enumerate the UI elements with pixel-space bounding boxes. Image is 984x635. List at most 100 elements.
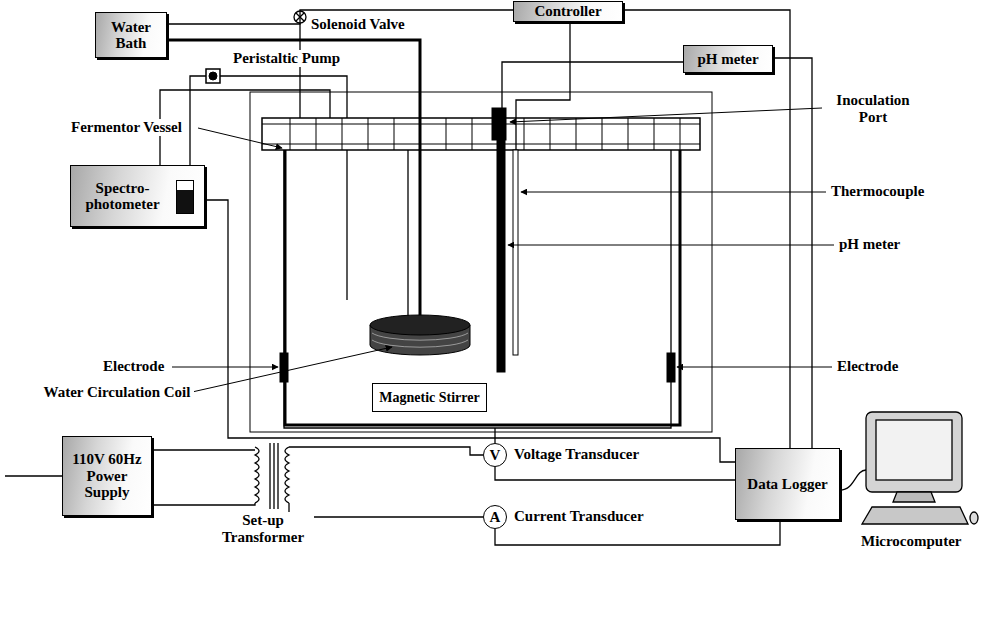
drawing-rect [206, 69, 220, 83]
node-text: 110V 60Hz Power Supply [67, 451, 147, 501]
leader-lines [172, 108, 834, 392]
drawing-path [172, 367, 278, 368]
drawing-path [192, 347, 392, 392]
signal-wire [773, 58, 812, 448]
primary-wire [152, 449, 255, 450]
lid-divider [628, 118, 629, 150]
keyboard [862, 507, 968, 524]
ph-meter-box: pH meter [683, 45, 773, 73]
drawing-path [508, 245, 834, 246]
magnetic-stirrer-box: Magnetic Stirrer [372, 383, 487, 412]
drawing-path [677, 367, 832, 368]
part-label: Fermentor Vessel [70, 119, 183, 136]
monitor-stand [893, 492, 935, 502]
coil-tube [407, 150, 408, 325]
controller-thermo-wire [516, 22, 570, 150]
cuvette [176, 180, 194, 214]
electrode [667, 353, 675, 382]
ph-probe-cable [502, 62, 683, 108]
screen [876, 420, 952, 480]
part-label: Set-up Transformer [212, 512, 314, 545]
inoculation-port [492, 108, 506, 140]
water-bath-box: Water Bath [95, 12, 167, 58]
fermentor-vessel [250, 92, 712, 432]
lid-divider [576, 118, 577, 150]
secondary-winding [285, 447, 289, 503]
part-label: Water Circulation Coil [40, 384, 194, 401]
vessel-lid [262, 118, 700, 150]
lid-divider [472, 118, 473, 150]
node-text: Controller [534, 3, 601, 20]
node-text: V [490, 447, 501, 464]
lid-divider [316, 118, 317, 150]
monitor [866, 412, 962, 492]
electrode-wire [283, 150, 284, 353]
controller-box: Controller [513, 1, 623, 22]
node-text: Data Logger [747, 476, 827, 493]
node-text: pH meter [697, 51, 758, 68]
part-label: Electrode [102, 358, 165, 375]
drawing-path [198, 128, 282, 148]
electrode [280, 353, 288, 382]
drawing-ellipse [370, 315, 470, 335]
peristaltic-pump-symbol [206, 69, 220, 83]
vessel-wall [285, 150, 680, 425]
secondary-wire [289, 503, 483, 517]
drawing-path [510, 108, 822, 122]
spectro-return-tube [160, 90, 330, 165]
lid-divider [290, 118, 291, 150]
lid-divider [524, 118, 525, 150]
part-label: Inoculation Port [826, 92, 920, 125]
part-label: Electrode [836, 358, 899, 375]
lid-dividers [290, 118, 680, 150]
voltage-meter-circle: V [483, 443, 507, 467]
node-text: A [490, 509, 501, 526]
lid-divider [368, 118, 369, 150]
lid-divider [602, 118, 603, 150]
secondary-wire [289, 447, 483, 455]
lid-divider [446, 118, 447, 150]
microcomputer-illustration [862, 412, 978, 524]
valve-line [299, 23, 300, 118]
lid-line [262, 144, 700, 145]
part-label: Thermocouple [830, 183, 925, 200]
signal-wire [623, 10, 790, 448]
power-supply-box: 110V 60Hz Power Supply [62, 436, 152, 516]
drawing-circle [209, 72, 217, 80]
part-label: Peristaltic Pump [232, 50, 341, 67]
drawing-path [372, 333, 468, 347]
part-label: Current Transducer [513, 508, 645, 525]
ph-probe [497, 140, 505, 372]
transformer-core [270, 443, 278, 509]
part-label: Solenoid Valve [310, 16, 406, 33]
computer-cable [840, 470, 866, 490]
signal-wire [495, 467, 735, 480]
mouse [970, 512, 978, 524]
primary-wire [152, 503, 255, 505]
current-meter-circle: A [483, 505, 507, 529]
drawing-path [521, 192, 826, 193]
electrode-to-voltage [494, 428, 495, 443]
data-logger-box: Data Logger [735, 448, 840, 520]
lid-divider [342, 118, 343, 150]
mains-input [5, 475, 62, 476]
electrode-wire [670, 150, 671, 353]
tubes-and-wires [5, 22, 866, 517]
lid-line [262, 124, 700, 125]
pump-tube-inner [346, 150, 347, 300]
node-text: Magnetic Stirrer [379, 390, 479, 405]
node-text: Spectro- photometer [75, 180, 170, 213]
outer-housing [250, 92, 712, 432]
lid-divider [394, 118, 395, 150]
transformer-symbol [255, 443, 289, 509]
node-text: Water Bath [100, 19, 162, 52]
electrode-lead [284, 382, 671, 428]
part-label: Voltage Transducer [513, 446, 640, 463]
lid-divider [680, 118, 681, 150]
signal-wire [205, 200, 735, 462]
primary-winding [255, 447, 259, 503]
part-label: Microcomputer [860, 533, 963, 550]
thermocouple-probe [513, 150, 518, 355]
lid-divider [550, 118, 551, 150]
